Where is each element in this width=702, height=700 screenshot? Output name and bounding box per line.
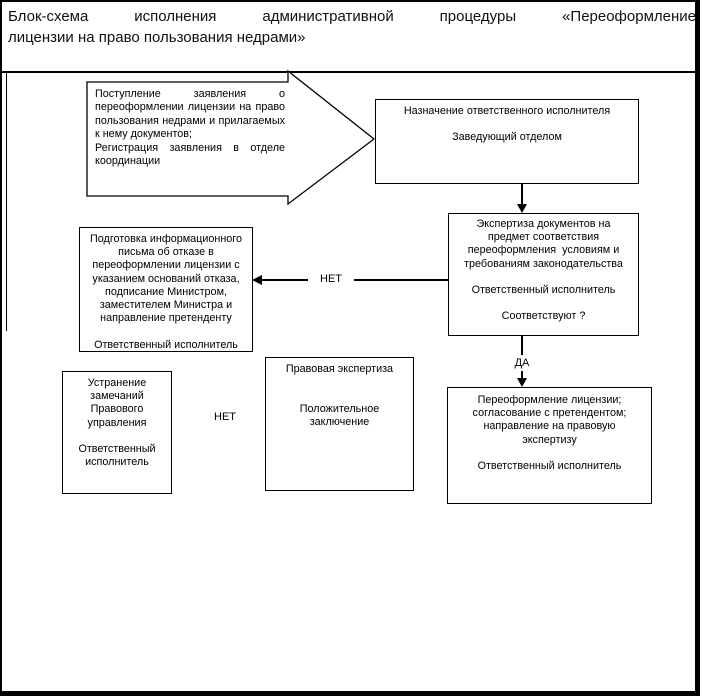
connector-expertise-to-refusal	[262, 279, 448, 281]
box-documents-expertise: Экспертиза документов на предмет соответ…	[448, 213, 639, 336]
box-license-reissue: Переоформление лицензии; согласование с …	[447, 387, 652, 504]
application-intake-arrow-shape	[86, 69, 376, 206]
page-title: Блок-схема исполнения административной п…	[8, 6, 696, 48]
connector-assignment-to-expertise	[521, 184, 523, 205]
title-separator-line	[2, 71, 696, 73]
label-no-horizontal: НЕТ	[308, 271, 354, 288]
box-executor-assignment: Назначение ответственного исполнителя За…	[375, 99, 639, 184]
frame-left-border	[6, 73, 7, 331]
page-title-line-1: Блок-схема исполнения административной п…	[8, 8, 696, 25]
box-legal-expertise: Правовая экспертиза Положительное заключ…	[265, 357, 414, 491]
box-refusal-letter: Подготовка информационного письма об отк…	[79, 227, 253, 352]
page-title-line-2: лицензии на право пользования недрами»	[8, 29, 306, 46]
box-remarks-elimination: Устранение замечаний Правового управлени…	[62, 371, 172, 494]
arrowhead-left-refusal-icon	[252, 275, 262, 285]
arrowhead-down-expertise-icon	[517, 204, 527, 213]
arrowhead-down-reissue-icon	[517, 378, 527, 387]
label-no-standalone: НЕТ	[202, 409, 248, 426]
box-application-intake: Поступление заявления о переоформлении л…	[95, 88, 285, 168]
label-yes: ДА	[506, 355, 538, 371]
